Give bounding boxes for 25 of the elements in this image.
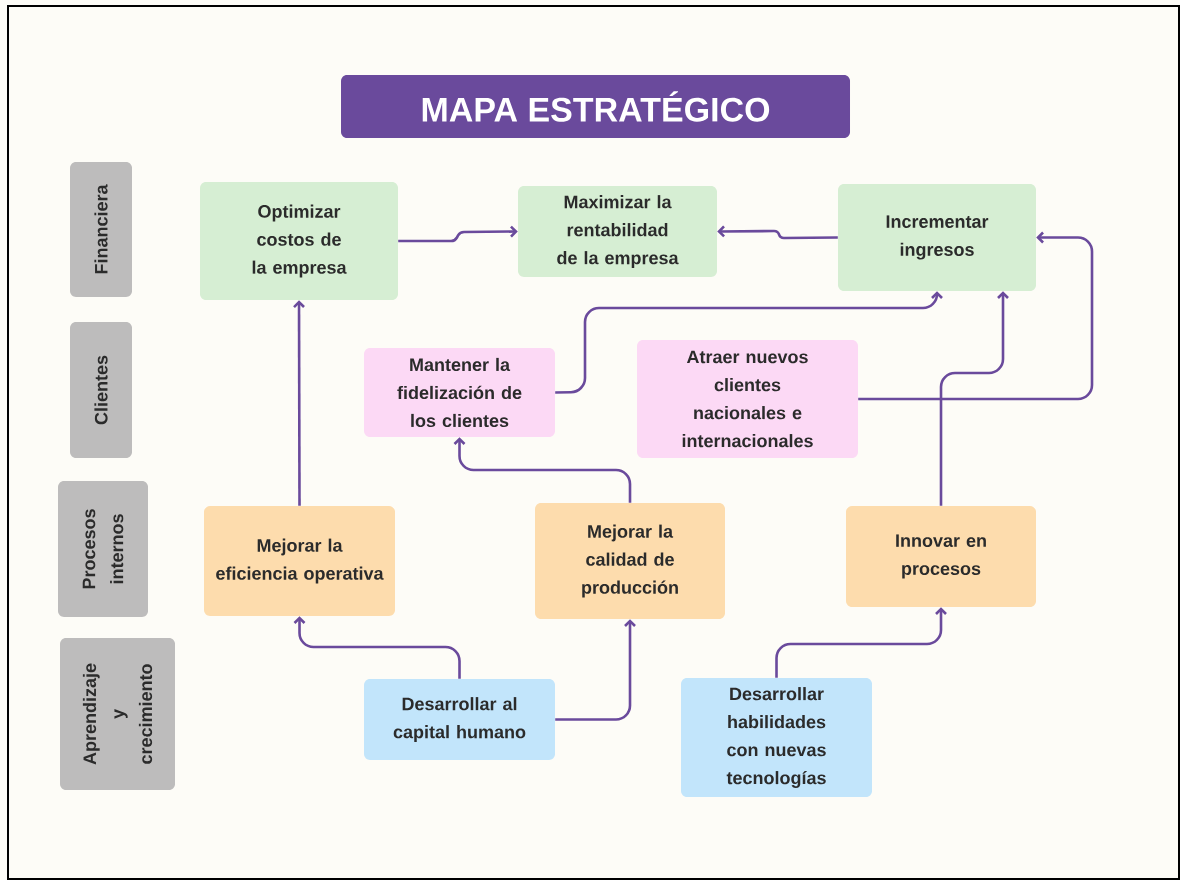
perspective-label: Procesos internos bbox=[58, 481, 148, 617]
objective-box: Mejorar la eficiencia operativa bbox=[204, 506, 395, 616]
objective-box: Desarrollar al capital humano bbox=[364, 679, 555, 760]
objective-box: Incrementar ingresos bbox=[838, 184, 1036, 291]
arrow bbox=[555, 619, 636, 721]
arrow bbox=[717, 225, 838, 240]
objective-box: Desarrollar habilidades con nuevas tecnologías bbox=[681, 678, 872, 797]
arrow bbox=[858, 231, 1094, 401]
objective-box: Maximizar la rentabilidad de la empresa bbox=[518, 186, 717, 277]
arrow bbox=[555, 291, 943, 394]
arrow bbox=[939, 291, 1009, 506]
arrow bbox=[293, 616, 461, 679]
objective-box: Optimizar costos de la empresa bbox=[200, 182, 398, 300]
arrow bbox=[453, 437, 632, 503]
objective-box: Mejorar la calidad de producción bbox=[535, 503, 725, 619]
perspective-label: Financiera bbox=[70, 162, 132, 297]
objective-box: Mantener la fidelización de los clientes bbox=[364, 348, 555, 437]
arrow bbox=[293, 300, 305, 506]
title-banner: MAPA ESTRATÉGICO bbox=[341, 75, 850, 138]
perspective-label: Aprendizaje y crecimiento bbox=[60, 638, 175, 790]
perspective-label: Clientes bbox=[70, 322, 132, 458]
arrow bbox=[775, 607, 947, 678]
objective-box: Atraer nuevos clientes nacionales e internacionales bbox=[637, 340, 858, 458]
arrow bbox=[398, 225, 518, 243]
objective-box: Innovar en procesos bbox=[846, 506, 1036, 607]
